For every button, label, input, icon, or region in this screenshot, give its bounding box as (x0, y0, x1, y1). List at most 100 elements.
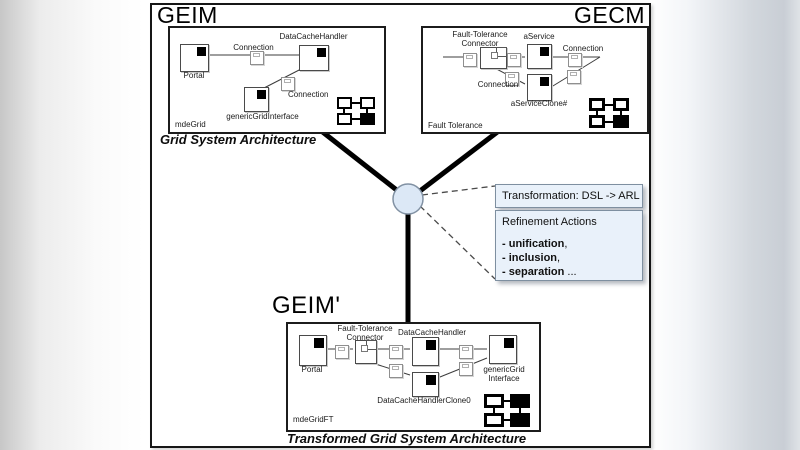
gecm-panel: Fault-Tolerance Connector aService Conne… (421, 26, 649, 134)
model-icon-square-filled (510, 394, 530, 408)
model-icon-square (589, 98, 605, 111)
model-grid-icon (589, 98, 629, 128)
hub-to-note-dashed-line-bottom (419, 205, 496, 280)
geim-title: GEIM (157, 2, 218, 28)
gecm-to-hub-line (414, 128, 502, 196)
model-icon-square-filled (360, 113, 375, 125)
geim-caption: Grid System Architecture (160, 132, 317, 147)
model-icon-link (596, 110, 598, 116)
geimt-connector-5 (459, 362, 473, 376)
datacachehandlerclone0-component (412, 372, 439, 397)
component-marker-icon (314, 338, 324, 348)
geim-connection-label-2: Connection (288, 90, 329, 99)
model-icon-link (502, 419, 512, 421)
ftc-label-line2: Connector (346, 333, 384, 343)
model-grid-icon (337, 97, 375, 125)
geim-to-hub-line (313, 124, 405, 197)
gecm-connector-5 (505, 72, 519, 86)
action-suffix: , (557, 252, 561, 264)
model-icon-link (620, 110, 622, 116)
geim-transformed-title: GEIM' (272, 292, 341, 319)
model-icon-link (603, 121, 615, 123)
aservice-component (527, 44, 552, 69)
gecm-connector-1 (463, 53, 477, 67)
transformation-header-text: Transformation: DSL -> ARL (502, 190, 640, 202)
model-icon-link (493, 407, 495, 414)
model-icon-square (360, 97, 375, 109)
ftc-label-line1: Fault-Tolerance (452, 30, 508, 39)
geimt-frame-label: mdeGridFT (293, 415, 334, 424)
transformation-note: Transformation: DSL -> ARL Refinement Ac… (495, 184, 643, 281)
connector-tick-icon (571, 55, 578, 59)
component-marker-icon (504, 338, 514, 348)
component-marker-icon (197, 47, 206, 56)
component-marker-icon (540, 77, 549, 86)
geim-connector-1 (250, 51, 264, 65)
datacachehandler-label: DataCacheHandler (279, 32, 348, 41)
geim-transformed-caption: Transformed Grid System Architecture (287, 431, 527, 446)
geim-frame-label: mdeGrid (175, 120, 206, 129)
model-icon-link (350, 118, 362, 120)
action-term: unification (508, 238, 565, 250)
geim-panel: Portal Connection DataCacheHandler Conne… (168, 26, 386, 134)
connector-tick-icon (338, 347, 345, 351)
component-marker-icon (426, 340, 436, 350)
datacachehandler-component (412, 337, 439, 366)
refinement-action-separation: - separation ... (502, 265, 577, 279)
model-icon-square-filled (510, 413, 530, 427)
connector-tick-icon (570, 72, 577, 76)
aserviceclone-component (527, 74, 552, 101)
connector-tick-icon (392, 347, 399, 351)
action-bullet: - (502, 266, 509, 278)
transformation-note-body: Refinement Actions - unification, - incl… (495, 210, 643, 281)
datacachehandler-component (299, 45, 329, 71)
fault-tolerance-connector-label: Fault-Tolerance Connector (430, 30, 530, 48)
port-marker-icon (361, 345, 368, 352)
model-icon-square (484, 413, 504, 427)
fault-tolerance-connector-component (480, 47, 507, 69)
model-icon-square-filled (613, 115, 629, 128)
ftc-label-line2: Connector (461, 39, 499, 49)
datacachehandler-label: DataCacheHandler (397, 328, 467, 337)
connector-tick-icon (462, 347, 469, 351)
geim-connector-2 (281, 77, 295, 91)
transformation-note-header: Transformation: DSL -> ARL (495, 184, 643, 208)
datacachehandlerclone0-label: DataCacheHandlerClone0 (377, 396, 471, 405)
geim-transformed-panel: Portal Fault-Tolerance Connector DataCac… (286, 322, 541, 432)
geimt-connector-3 (459, 345, 473, 359)
geimt-connector-2 (389, 345, 403, 359)
model-icon-link (519, 407, 521, 414)
fault-tolerance-connector-component (355, 340, 377, 364)
component-marker-icon (257, 90, 266, 99)
model-grid-icon (484, 394, 530, 427)
model-icon-link (343, 107, 345, 115)
hub-to-note-dashed-line-top (421, 185, 496, 196)
model-icon-square (484, 394, 504, 408)
action-term: inclusion (508, 252, 558, 264)
hub-circle (392, 183, 424, 215)
connector-tick-icon (462, 364, 469, 368)
action-suffix: , (564, 238, 568, 250)
gecm-connection-label-right: Connection (562, 44, 604, 53)
geimt-connector-4 (389, 364, 403, 378)
gecm-connector-4 (567, 70, 581, 84)
aserviceclone-label: aServiceClone# (510, 99, 568, 108)
genericgridinterface-label: genericGridInterface (226, 112, 299, 121)
connector-tick-icon (466, 55, 473, 59)
ftc-label-line1: Fault-Tolerance (337, 324, 393, 333)
model-icon-square (589, 115, 605, 128)
port-marker-icon (491, 52, 498, 59)
portal-label: Portal (183, 71, 205, 80)
model-icon-square (337, 113, 352, 125)
genericgridinterface-component (244, 87, 269, 112)
component-marker-icon (426, 375, 436, 385)
ggi-label-line2: Interface (488, 374, 520, 384)
geim-connection-label-1: Connection (233, 43, 274, 52)
model-icon-link (502, 400, 512, 402)
refinement-action-unification: - unification, (502, 237, 567, 251)
portal-component (180, 44, 209, 72)
model-icon-square (613, 98, 629, 111)
gecm-title: GECM (574, 2, 645, 28)
model-icon-link (350, 102, 362, 104)
